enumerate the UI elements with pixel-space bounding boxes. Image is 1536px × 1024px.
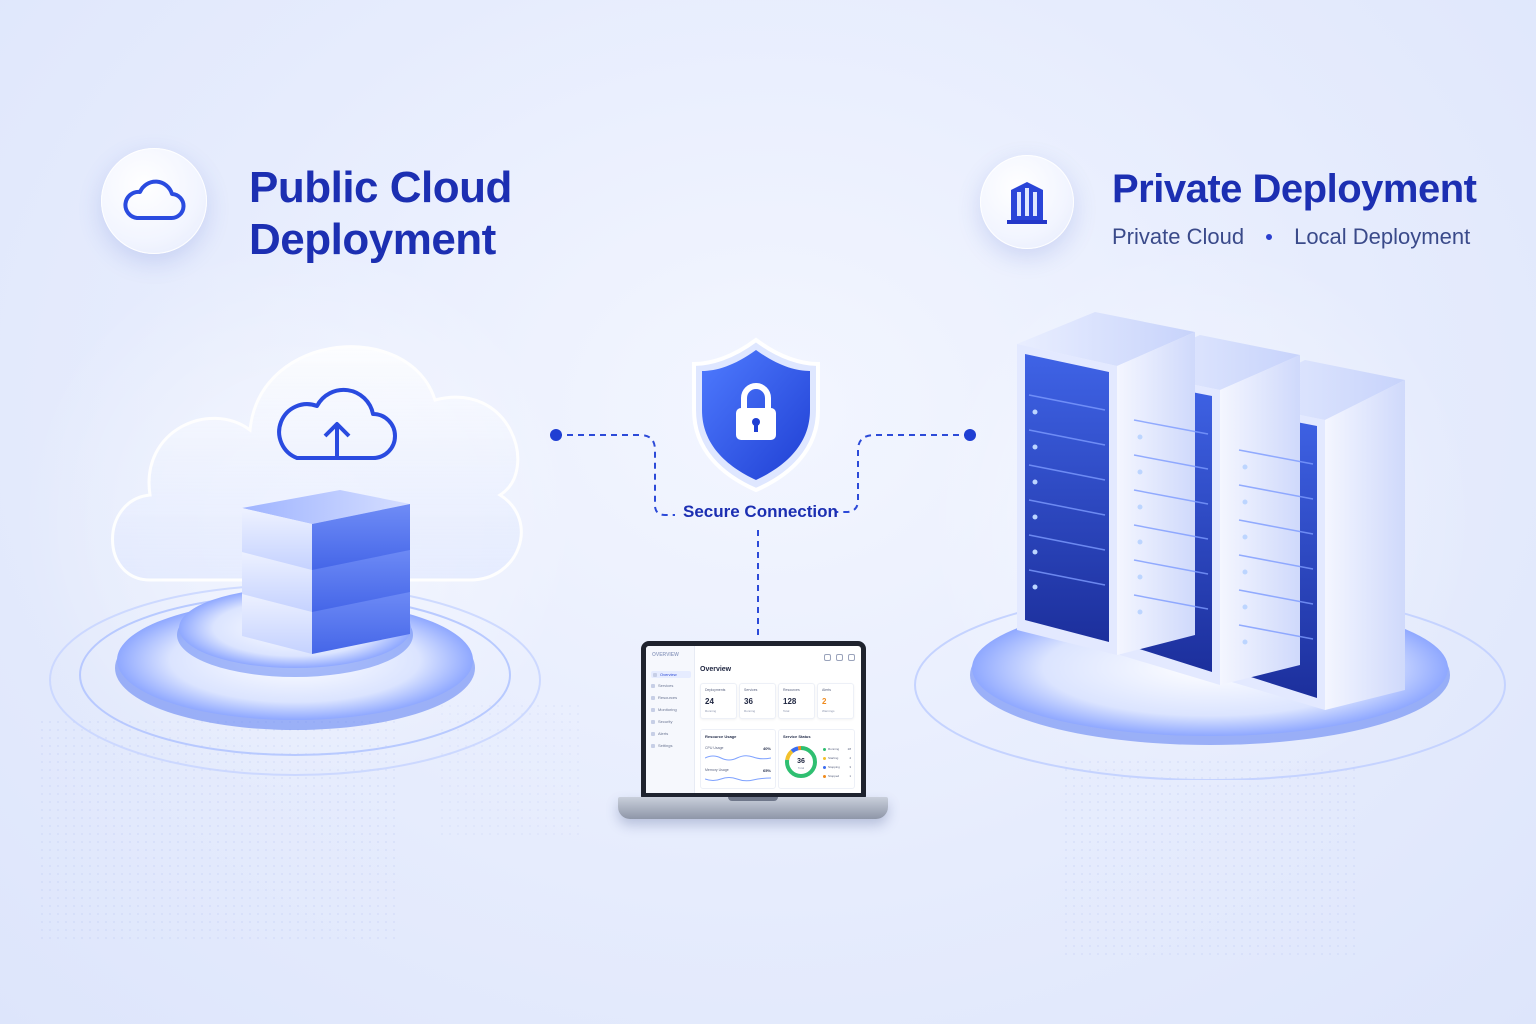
stat-card-alerts: Alerts 2 Warnings [817,683,854,719]
cloud-icon [123,179,186,220]
memory-usage-label: Memory Usage [705,768,729,772]
dashboard-title: Overview [700,666,732,673]
stat-card-services: Services 36 Running [739,683,776,719]
nav-item-resources[interactable]: Resources [651,695,677,700]
building-icon [1007,182,1047,224]
cpu-usage-label: CPU Usage [705,746,724,750]
laptop-dashboard-screen: OVERVIEW Overview Services Resources Mon… [641,641,866,798]
donut-total: 36 [797,758,805,765]
cpu-sparkline [705,755,771,761]
resource-usage-panel: Resource Usage CPU Usage 40% Memory Usag… [700,729,776,789]
shield-lock-icon [692,337,820,493]
notification-icon[interactable] [824,654,831,661]
nav-item-security[interactable]: Security [651,719,672,724]
service-status-title: Service Status [783,734,811,739]
nav-item-overview[interactable]: Overview [651,671,691,678]
dashboard-sidebar: OVERVIEW Overview Services Resources Mon… [646,646,695,793]
server-stack [242,490,410,654]
tag-private-cloud: Private Cloud [1112,224,1245,249]
nav-item-monitoring[interactable]: Monitoring [651,707,677,712]
cloud-upload-icon [277,387,397,460]
private-deployment-title: Private Deployment [1112,167,1477,211]
laptop-base [618,797,888,819]
memory-usage-value: 65% [762,768,771,773]
laptop-notch [728,797,778,801]
left-connection-node [550,429,562,441]
secure-connection-graphic [550,337,976,635]
tag-local-deployment: Local Deployment [1294,224,1471,249]
secure-connection-label: Secure Connection [683,502,838,521]
user-icon[interactable] [848,654,855,661]
public-cloud-icon-badge [101,148,207,254]
separator-dot [1266,234,1273,240]
right-connection-node [964,429,976,441]
nav-item-alerts[interactable]: Alerts [651,731,668,736]
private-server-illustration [914,312,1506,780]
cpu-usage-value: 40% [762,746,771,751]
resource-usage-title: Resource Usage [705,734,737,739]
connection-lines [556,434,970,635]
nav-item-services[interactable]: Services [651,683,673,688]
private-deployment-icon-badge [980,155,1074,249]
stat-card-deployments: Deployments 24 Running [700,683,737,719]
settings-icon[interactable] [836,654,843,661]
service-status-donut: 36 Total [785,746,817,778]
nav-item-settings[interactable]: Settings [651,743,672,748]
memory-sparkline [705,777,771,782]
stat-card-resources: Resources 128 Total [778,683,815,719]
public-cloud-illustration [49,345,541,776]
server-rack-1 [1017,312,1195,655]
private-deployment-tags: Private Cloud Local Deployment [1112,224,1470,250]
donut-total-label: Total [798,766,805,770]
dashboard-top-icons [824,654,855,661]
public-cloud-title: Public Cloud Deployment [249,163,512,264]
dashboard-brand: OVERVIEW [652,652,679,658]
